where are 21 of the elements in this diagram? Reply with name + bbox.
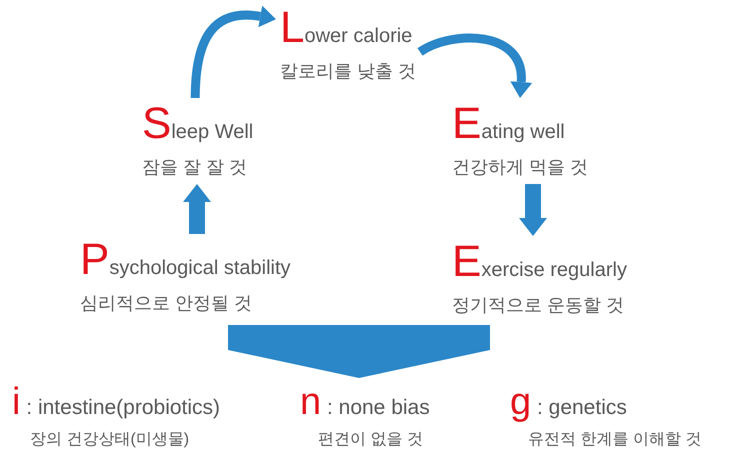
heading-text: n : none bias (300, 382, 430, 425)
heading-text: i : intestine(probiotics) (12, 382, 220, 425)
heading-text: Psychological stability (80, 238, 291, 286)
subtitle-text: 유전적 한계를 이해할 것 (528, 430, 702, 450)
block-arrow (519, 184, 547, 236)
subtitle-text: 잠을 잘 잘 것 (142, 156, 248, 179)
subtitle-text: 장의 건강상태(미생물) (30, 430, 190, 450)
curved-arrow (418, 34, 532, 98)
subtitle-text: 심리적으로 안정될 것 (80, 292, 252, 315)
heading-text: Eating well (452, 102, 565, 150)
curved-arrow (190, 5, 276, 98)
subtitle-text: 건강하게 먹을 것 (452, 156, 588, 179)
block-arrow (183, 184, 211, 234)
heading-text: Exercise regularly (452, 240, 627, 288)
heading-text: Lower calorie (280, 6, 412, 54)
subtitle-text: 칼로리를 낮출 것 (280, 60, 416, 83)
chevron-arrow (228, 325, 490, 378)
subtitle-text: 정기적으로 운동할 것 (452, 294, 624, 317)
heading-text: g : genetics (510, 382, 627, 425)
heading-text: Sleep Well (142, 102, 254, 150)
subtitle-text: 편견이 없을 것 (318, 430, 423, 450)
